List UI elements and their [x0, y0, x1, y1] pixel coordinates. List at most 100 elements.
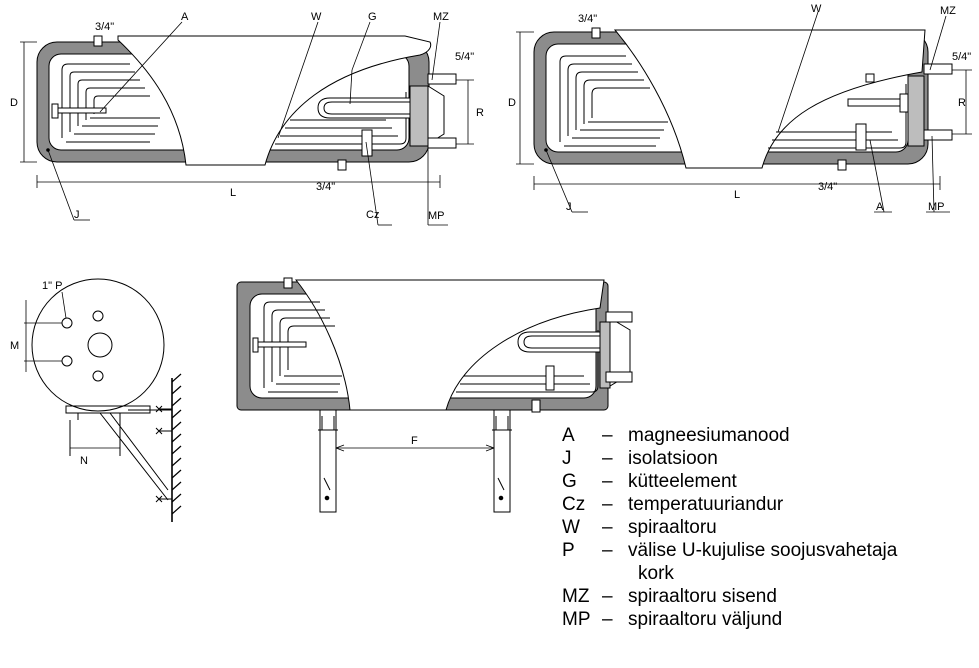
bracket-strut	[69, 409, 172, 501]
legend-code: MZ	[562, 586, 590, 607]
anode-rod	[57, 107, 107, 114]
spiral-tube-right	[456, 330, 599, 393]
legend-code: G	[562, 471, 577, 492]
center-opening	[87, 332, 113, 358]
label-3-4-top: 3/4"	[578, 13, 597, 25]
temperature-sensor	[361, 129, 373, 157]
label-l: L	[230, 187, 236, 199]
sensor-block	[855, 123, 867, 151]
port-upper-right	[92, 310, 104, 322]
dimension-f	[335, 444, 495, 452]
legend-text: spiraaltoru	[628, 517, 717, 538]
label-a: A	[181, 11, 189, 23]
dimension-lines	[20, 21, 474, 226]
label-5-4: 5/4"	[455, 51, 474, 63]
legend-item-w: W – spiraaltoru	[562, 516, 974, 539]
legend-item-p-continuation: kork	[638, 563, 674, 584]
label-g: G	[368, 11, 377, 23]
heating-element	[517, 331, 600, 353]
pipe-top	[283, 277, 293, 289]
pipe-mz	[605, 311, 633, 323]
bracket-frame	[65, 405, 151, 420]
wall-bolts	[155, 405, 163, 503]
pipe-top	[93, 35, 103, 47]
legend-code: Cz	[562, 494, 586, 515]
label-3-4-bottom: 3/4"	[316, 181, 335, 193]
legend-text: temperatuuriandur	[628, 494, 784, 515]
legend-item-p: P – välise U-kujulise soojusvahetaja	[562, 539, 974, 562]
spiral-tube-left	[61, 63, 160, 143]
port-lower-right	[92, 370, 104, 382]
legend-code: P	[562, 540, 575, 561]
legend-item-mz: MZ – spiraaltoru sisend	[562, 585, 974, 608]
side-view	[24, 278, 182, 522]
spiral-tube-left	[263, 301, 342, 393]
legend-code: W	[562, 517, 580, 538]
legend-item-cz: Cz – temperatuuriandur	[562, 493, 974, 516]
flange	[907, 75, 925, 147]
pipe-bottom	[531, 399, 541, 413]
label-r: R	[958, 97, 966, 109]
anode	[51, 103, 59, 119]
label-l: L	[734, 189, 740, 201]
flange	[409, 85, 429, 147]
legend-dash: –	[602, 609, 613, 630]
label-d: D	[508, 97, 516, 109]
tank-view-top-left: A W G MZ 3/4" 5/4" D R L 3/4" J Cz MP	[10, 11, 484, 226]
label-mp: MP	[928, 201, 945, 213]
label-a: A	[876, 201, 884, 213]
label-mz: MZ	[940, 5, 956, 17]
label-r: R	[476, 107, 484, 119]
pipe-bottom	[837, 159, 847, 171]
legend-text: magneesiumanood	[628, 425, 790, 446]
pipe-bottom	[337, 159, 347, 171]
label-w: W	[311, 11, 322, 23]
legend: A – magneesiumanood J – isolatsioon G – …	[562, 424, 974, 631]
legend-dash: –	[602, 471, 613, 492]
legend-item-mp: MP – spiraaltoru väljund	[562, 608, 974, 631]
label-mp: MP	[428, 210, 445, 222]
label-mz: MZ	[433, 11, 449, 23]
label-j: J	[74, 209, 80, 221]
tank-end-circle	[31, 278, 165, 412]
legend-text: välise U-kujulise soojusvahetaja	[628, 540, 898, 561]
legend-dash: –	[602, 494, 613, 515]
legend-code: J	[562, 448, 572, 469]
flange-cover	[427, 85, 445, 145]
legend-text: spiraaltoru sisend	[628, 586, 777, 607]
pipe-mp	[923, 129, 953, 141]
legend-dash: –	[602, 517, 613, 538]
legend-dash: –	[602, 425, 613, 446]
pipe-mz	[923, 63, 953, 75]
pipe-mp	[605, 371, 633, 383]
legend-item-j: J – isolatsioon	[562, 447, 974, 470]
tank-body-uncut	[613, 29, 926, 169]
anode-rod	[257, 341, 307, 348]
legend-code: A	[562, 425, 575, 446]
label-m: M	[10, 340, 19, 352]
label-5-4: 5/4"	[952, 51, 971, 63]
label-n: N	[80, 455, 88, 467]
legend-text: kütteelement	[628, 471, 737, 492]
pipe-top	[591, 27, 601, 39]
legend-text: spiraaltoru väljund	[628, 609, 783, 630]
pipe-mz	[427, 73, 457, 85]
spiral-tube-right	[768, 84, 907, 149]
legend-item-g: G – kütteelement	[562, 470, 974, 493]
spiral-tube-right	[275, 92, 407, 145]
heating-element	[317, 97, 410, 119]
wall-hatching	[171, 373, 182, 515]
label-3-4-top: 3/4"	[95, 21, 114, 33]
legend-dash: –	[602, 448, 613, 469]
label-1-p: 1" P	[42, 280, 62, 292]
legend-text: isolatsioon	[628, 448, 718, 469]
spiral-tube-left	[559, 55, 668, 147]
label-cz: Cz	[366, 209, 379, 221]
tank-body-uncut	[294, 279, 605, 411]
label-j: J	[566, 201, 572, 213]
legend-dash: –	[602, 540, 613, 561]
label-d: D	[10, 97, 18, 109]
tank-view-bottom	[236, 277, 633, 513]
sensor-block	[545, 365, 555, 391]
